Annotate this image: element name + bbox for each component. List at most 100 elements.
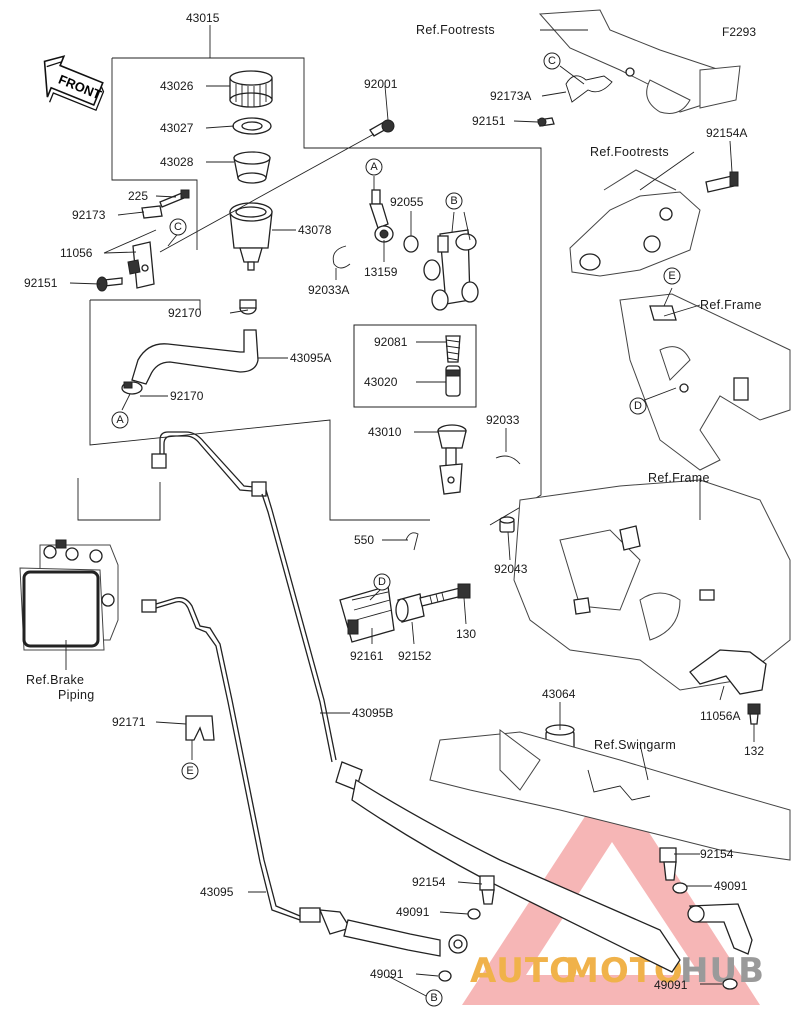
label-43095: 43095 xyxy=(200,885,234,899)
svg-text:B: B xyxy=(450,195,457,207)
bolt-225 xyxy=(159,189,190,208)
push-rod-43010 xyxy=(437,424,467,495)
label-92154-center: 92154 xyxy=(412,875,446,889)
washer-49091-right-upper xyxy=(672,882,688,894)
collar-92152 xyxy=(395,593,425,623)
footrest-mid-ref xyxy=(569,169,739,277)
label-92081: 92081 xyxy=(374,335,408,349)
label-92170-upper: 92170 xyxy=(168,306,202,320)
pipe-43095B xyxy=(151,431,681,973)
label-92154A: 92154A xyxy=(706,126,747,140)
svg-text:A: A xyxy=(116,414,124,426)
svg-text:E: E xyxy=(186,765,193,777)
slave-hose-end xyxy=(687,903,753,955)
bracket-11056A xyxy=(689,649,767,695)
reference-labels: Ref.Footrests Ref.Footrests Ref.Frame Re… xyxy=(26,23,762,752)
cotter-pin-550 xyxy=(405,532,419,551)
label-92170-lower: 92170 xyxy=(170,389,204,403)
label-92043: 92043 xyxy=(494,562,528,576)
banjo-bolt-92154-center xyxy=(479,875,495,905)
label-130: 130 xyxy=(456,627,476,641)
reservoir-cap xyxy=(229,70,273,108)
leader-lines xyxy=(65,29,755,999)
label-43028: 43028 xyxy=(160,155,194,169)
label-132: 132 xyxy=(744,744,764,758)
piston-43020 xyxy=(445,365,461,397)
label-92152: 92152 xyxy=(398,649,432,663)
pipe-43095 xyxy=(141,597,468,957)
svg-text:C: C xyxy=(548,55,556,67)
label-11056A: 11056A xyxy=(700,709,740,723)
hose-clamp-upper xyxy=(239,299,257,315)
label-92173A: 92173A xyxy=(490,89,531,103)
ref-footrests-mid: Ref.Footrests xyxy=(590,145,669,159)
label-92154-right: 92154 xyxy=(700,847,734,861)
circle-markers: A A B B C C D D xyxy=(111,52,681,1007)
clip-92171 xyxy=(185,715,215,741)
marker-e-left: E xyxy=(181,762,199,780)
watermark-auto: AUTO xyxy=(470,951,579,991)
cap-plate xyxy=(232,117,272,135)
label-43095A: 43095A xyxy=(290,351,331,365)
bolt-92001 xyxy=(369,119,395,137)
pin-92043 xyxy=(499,516,515,533)
marker-b-top: B xyxy=(445,192,463,210)
label-43078: 43078 xyxy=(298,223,332,237)
marker-d-center: D xyxy=(373,573,391,591)
label-43020: 43020 xyxy=(364,375,398,389)
front-arrow: FRONT xyxy=(43,55,105,112)
label-92151-left: 92151 xyxy=(24,276,58,290)
master-cylinder-body xyxy=(423,229,479,311)
snap-ring-92033 xyxy=(495,455,521,465)
svg-text:D: D xyxy=(378,576,386,588)
label-43095B: 43095B xyxy=(352,706,393,720)
marker-c-top: C xyxy=(543,52,561,70)
svg-text:A: A xyxy=(370,161,378,173)
label-92173: 92173 xyxy=(72,208,106,222)
label-92171: 92171 xyxy=(112,715,146,729)
marker-a-top: A xyxy=(365,158,383,176)
frame-upper-ref xyxy=(619,293,791,471)
svg-text:D: D xyxy=(634,400,642,412)
ref-brake-piping-line1: Ref.Brake xyxy=(26,673,84,687)
label-49091-right-upper: 49091 xyxy=(714,879,748,893)
label-49091-center-upper: 49091 xyxy=(396,905,430,919)
marker-a-bottom: A xyxy=(111,411,129,429)
label-92055: 92055 xyxy=(390,195,424,209)
watermark-triangle xyxy=(462,775,760,1005)
label-49091-center-lower: 49091 xyxy=(370,967,404,981)
label-43010: 43010 xyxy=(368,425,402,439)
part-labels: 43015 43026 43027 43028 225 92173 11056 … xyxy=(24,11,764,992)
marker-c-left: C xyxy=(169,218,187,236)
washer-49091-center-lower xyxy=(438,970,452,982)
svg-text:C: C xyxy=(174,221,182,233)
svg-text:B: B xyxy=(430,992,437,1004)
label-43027: 43027 xyxy=(160,121,194,135)
label-43064: 43064 xyxy=(542,687,576,701)
label-43015: 43015 xyxy=(186,11,220,25)
pedal-pad-92161 xyxy=(339,585,395,643)
clip-92173 xyxy=(141,205,163,219)
ref-frame-upper: Ref.Frame xyxy=(700,298,762,312)
hose-clamp-lower xyxy=(121,381,143,395)
bolt-92151-left xyxy=(96,276,123,292)
label-92151-right: 92151 xyxy=(472,114,506,128)
ref-footrests-top: Ref.Footrests xyxy=(416,23,495,37)
marker-e-right: E xyxy=(663,267,681,285)
spring-92081 xyxy=(445,335,461,363)
frame-lower-ref xyxy=(513,479,791,691)
washer-49091-right-lower xyxy=(722,978,738,990)
label-13159: 13159 xyxy=(364,265,398,279)
footrest-top-ref xyxy=(537,9,741,127)
bolt-130 xyxy=(419,583,471,607)
ref-swingarm: Ref.Swingarm xyxy=(594,738,676,752)
marker-d-right: D xyxy=(629,397,647,415)
label-11056: 11056 xyxy=(60,246,93,260)
label-92161: 92161 xyxy=(350,649,384,663)
abs-unit xyxy=(19,539,119,651)
diaphragm xyxy=(233,151,271,184)
swingarm-ref xyxy=(429,729,791,861)
label-225: 225 xyxy=(128,189,148,203)
label-550: 550 xyxy=(354,533,374,547)
